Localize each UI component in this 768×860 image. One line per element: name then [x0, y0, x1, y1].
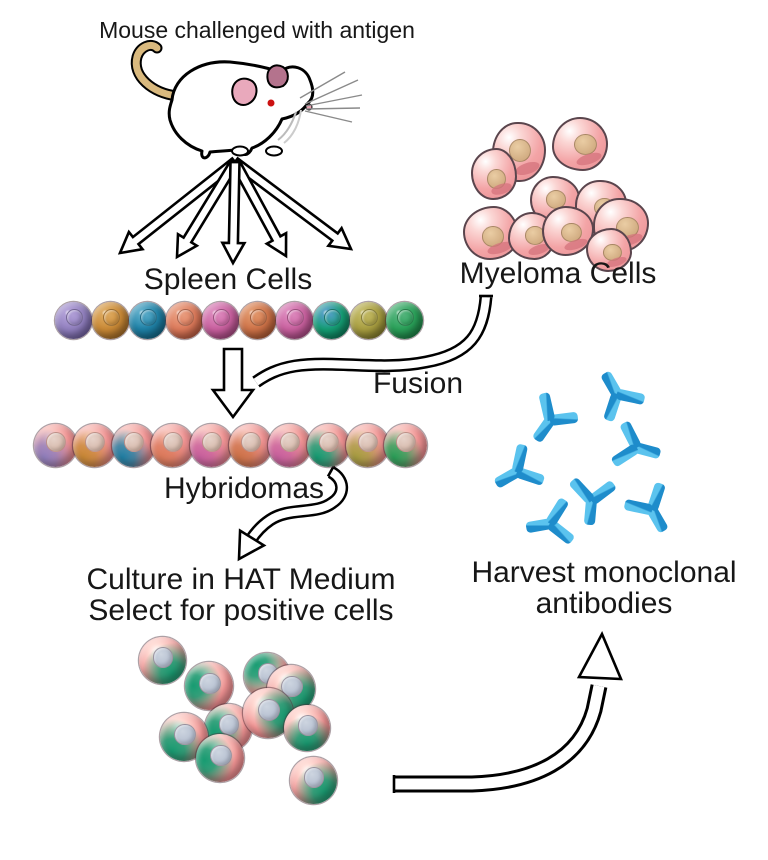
cell-nucleus — [174, 723, 196, 745]
cell-nucleus — [124, 432, 145, 453]
antibody-icon — [619, 475, 685, 543]
cell-nucleus — [210, 744, 232, 766]
fan-arrow — [220, 160, 247, 266]
mouse-illustration — [130, 39, 363, 160]
spleen-cell — [385, 301, 423, 339]
mouse-ear-back — [266, 64, 289, 89]
hybridoma-cell — [150, 423, 194, 467]
cell-nucleus — [360, 308, 379, 327]
culture-cell — [284, 705, 330, 751]
cell-nucleus — [281, 675, 303, 697]
fan-arrow — [229, 158, 288, 259]
antibody-arm-right — [610, 443, 640, 468]
spleen-cell — [128, 301, 166, 339]
cell-nucleus — [46, 432, 67, 453]
spleen-cell — [91, 301, 129, 339]
cell-nucleus — [102, 308, 121, 327]
harvest-curve-inner — [394, 684, 605, 790]
cell-nucleus — [249, 308, 268, 327]
hybridoma-curve-cap — [326, 464, 336, 478]
cell-nucleus — [202, 432, 223, 453]
cell-nucleus — [65, 308, 84, 327]
spleen-cell — [275, 301, 313, 339]
cell-nucleus — [396, 432, 417, 453]
antibody-icon — [484, 439, 552, 505]
culture-cell — [196, 734, 244, 782]
cell-nucleus — [176, 308, 195, 327]
cell-nucleus — [358, 432, 379, 453]
fan-arrow — [230, 156, 354, 251]
spleen-cell — [54, 301, 92, 339]
mouse-cheek-line2 — [283, 109, 302, 144]
myeloma-cell — [471, 148, 517, 200]
antibody-icon — [605, 418, 667, 476]
cell-nucleus — [286, 308, 305, 327]
hybridoma-curve-inner — [246, 468, 346, 544]
mouse-whiskers — [299, 71, 363, 123]
cell-nucleus — [218, 713, 240, 735]
cell-nucleus — [323, 308, 342, 327]
cell-nucleus — [319, 432, 340, 453]
antibody-icon — [521, 497, 580, 551]
spleen-cell — [312, 301, 350, 339]
culture-cell — [185, 662, 233, 710]
hybridoma-cell — [33, 423, 77, 467]
hybridoma-cell — [345, 423, 389, 467]
hybridoma-arrowhead — [237, 528, 267, 562]
mouse-ear-front — [231, 77, 258, 107]
spleen-cell — [238, 301, 276, 339]
culture-cell — [289, 756, 337, 804]
spleen-cell — [165, 301, 203, 339]
antibody-arm-right — [545, 497, 570, 527]
hybridoma-cell — [189, 423, 233, 467]
cell-nucleus — [199, 672, 221, 694]
mouse-foot-front — [231, 145, 249, 157]
hybridoma-cell — [306, 423, 350, 467]
hybridoma-cell — [228, 423, 272, 467]
cell-nucleus — [163, 432, 184, 453]
antibody-arm-right — [538, 392, 556, 422]
culture-cell — [138, 636, 186, 684]
mouse-foot-hind — [265, 145, 283, 157]
hybridoma-cell — [111, 423, 155, 467]
cell-nucleus — [241, 432, 262, 453]
hybridoma-cell — [72, 423, 116, 467]
cell-nucleus — [258, 699, 280, 721]
cell-nucleus — [85, 432, 106, 453]
cell-nucleus — [509, 138, 531, 162]
antibody-arm-left — [588, 479, 618, 506]
hybridoma-cell — [267, 423, 311, 467]
cell-nucleus — [396, 308, 415, 327]
myeloma-cell — [586, 228, 632, 272]
spleen-cell — [349, 301, 387, 339]
antibody-arm-right — [615, 388, 646, 406]
cell-shading-crescent — [513, 159, 542, 178]
cell-nucleus — [280, 432, 301, 453]
mouse-cheek-line — [277, 111, 297, 141]
hybridoma-cell — [383, 423, 427, 467]
cell-nucleus — [152, 646, 174, 668]
cell-nucleus — [139, 308, 158, 327]
myeloma-cell — [552, 117, 608, 171]
mouse-tail — [132, 41, 181, 100]
harvest-arrowhead — [576, 630, 624, 681]
fusion-down-arrow — [210, 347, 256, 420]
cell-nucleus — [212, 308, 231, 327]
cell-nucleus — [303, 766, 325, 788]
spleen-cell — [201, 301, 239, 339]
cell-nucleus — [297, 715, 319, 736]
mouse-eye — [267, 99, 275, 107]
fusion-curve-inner — [253, 296, 490, 386]
